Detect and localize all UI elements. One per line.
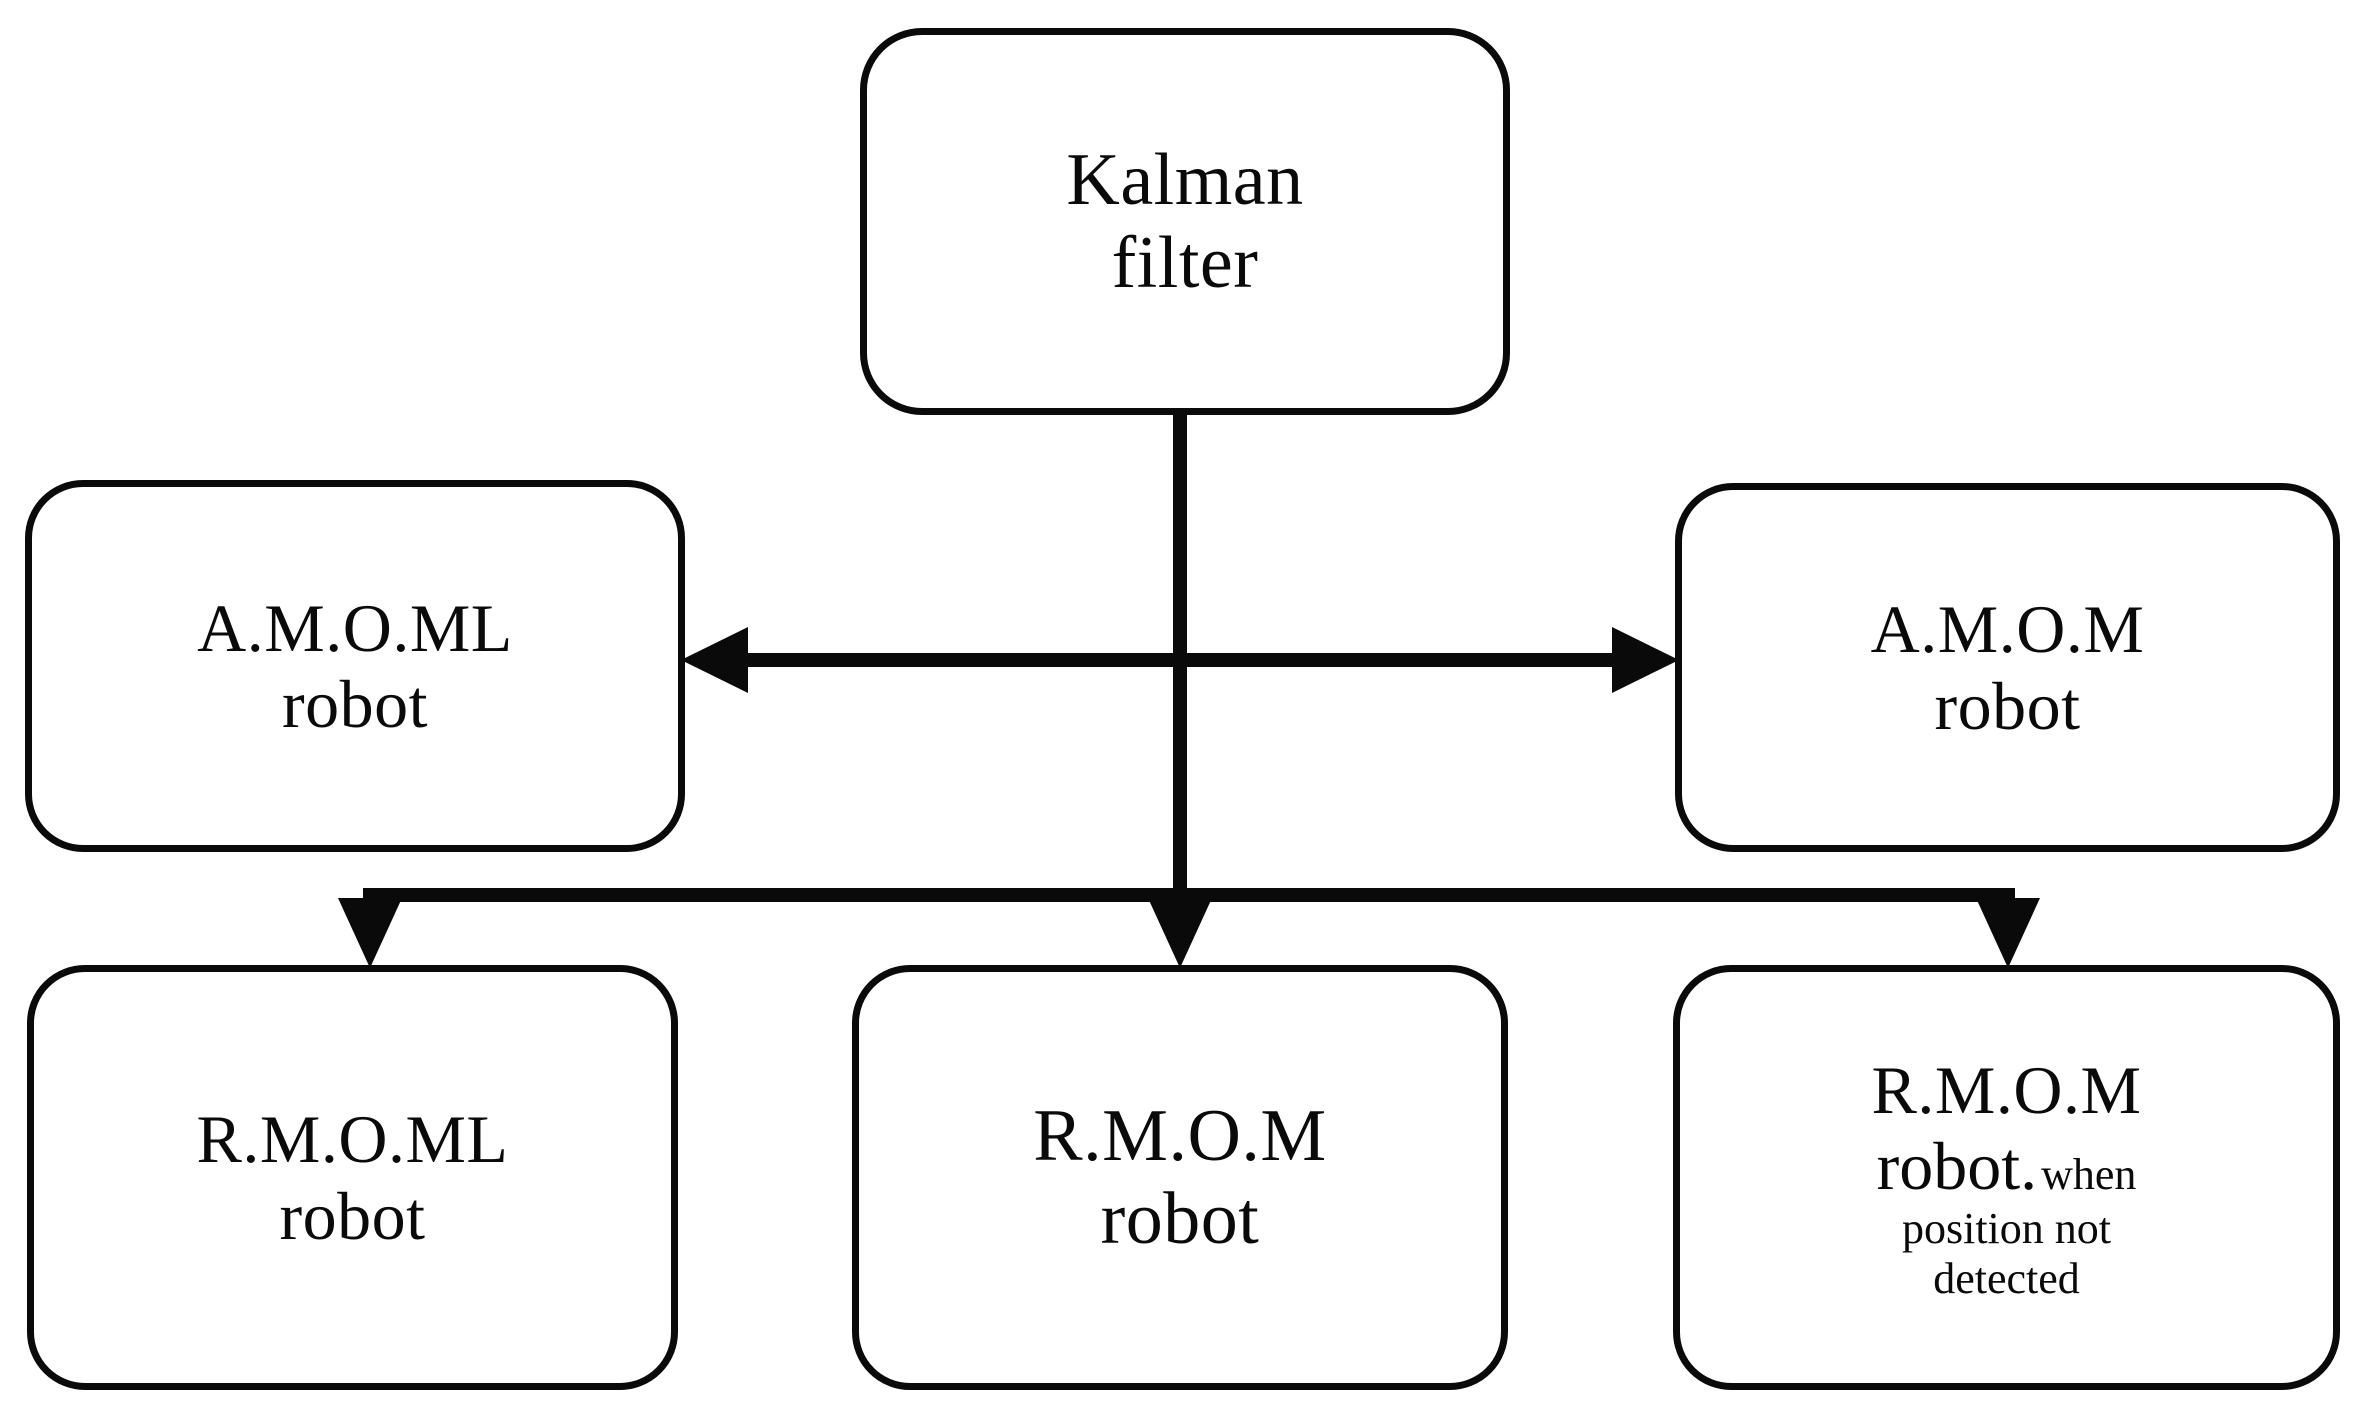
node-rmom-robot-line2: robot xyxy=(1100,1177,1260,1260)
node-kalman-filter[interactable]: Kalman filter xyxy=(860,28,1510,415)
connector-fork-to-rmom-nopos xyxy=(1976,895,2040,968)
node-amom-robot-line1: A.M.O.M xyxy=(1870,591,2145,668)
connector-fork-to-rmoml xyxy=(338,895,402,968)
node-rmoml-robot-line2: robot xyxy=(279,1177,426,1254)
node-rmom-robot-line1: R.M.O.M xyxy=(1033,1094,1327,1177)
node-rmoml-robot[interactable]: R.M.O.ML robot xyxy=(27,965,678,1390)
node-amoml-robot[interactable]: A.M.O.ML robot xyxy=(25,480,685,852)
node-rmom-nopos-line3: position not xyxy=(1901,1204,2112,1254)
node-amom-robot-line2: robot xyxy=(1934,667,2081,744)
node-amom-robot[interactable]: A.M.O.M robot xyxy=(1675,483,2340,852)
node-rmoml-robot-line1: R.M.O.ML xyxy=(196,1101,509,1178)
node-rmom-robot-position-not-detected[interactable]: R.M.O.M robot. when position not detecte… xyxy=(1673,965,2340,1390)
node-kalman-filter-line2: filter xyxy=(1111,221,1259,304)
connector-kalman-trunk xyxy=(1148,415,1212,968)
connector-amoml-amom-bidirectional xyxy=(681,627,1679,693)
node-amoml-robot-line1: A.M.O.ML xyxy=(197,589,513,666)
node-kalman-filter-line1: Kalman xyxy=(1066,138,1304,221)
node-rmom-nopos-line2: robot. when xyxy=(1877,1128,2137,1204)
node-rmom-nopos-line4: detected xyxy=(1933,1253,2080,1303)
node-amoml-robot-line2: robot xyxy=(281,666,429,742)
node-rmom-nopos-line2-big: robot. xyxy=(1876,1128,2038,1205)
node-rmom-robot[interactable]: R.M.O.M robot xyxy=(852,965,1508,1390)
node-rmom-nopos-line2-small: when xyxy=(2041,1150,2137,1200)
node-rmom-nopos-line1: R.M.O.M xyxy=(1871,1052,2142,1129)
